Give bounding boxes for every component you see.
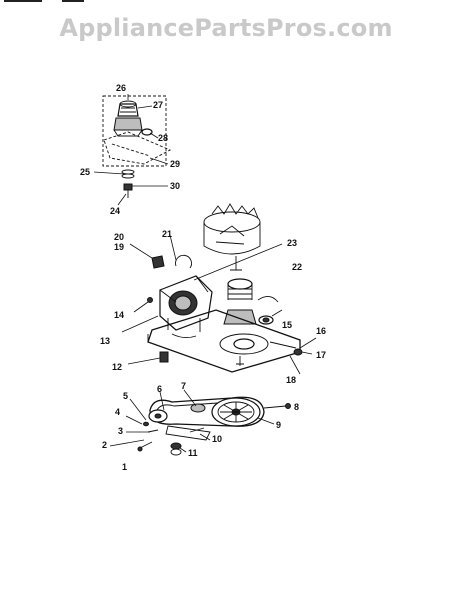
screw-head-14 [147,297,153,303]
callout-19: 19 [114,242,124,252]
callout-9: 9 [276,420,281,430]
callout-21: 21 [162,229,172,239]
callout-16: 16 [316,326,326,336]
bushing-part-12 [159,351,169,363]
callout-1: 1 [122,462,127,472]
screw-part-14 [133,301,149,313]
callout-4: 4 [115,407,120,417]
snap-ring-part-21 [175,254,192,269]
callout-5: 5 [123,391,128,401]
callout-17: 17 [316,350,326,360]
callout-leaders [93,94,317,453]
callout-29: 29 [170,159,180,169]
belt-drive-assembly [137,396,291,456]
callout-7: 7 [181,381,186,391]
callout-20: 20 [114,232,124,242]
callout-10: 10 [212,434,222,444]
callout-26: 26 [116,83,126,93]
callout-15: 15 [282,320,292,330]
motor-housing [203,203,261,271]
callout-28: 28 [158,133,168,143]
callout-13: 13 [100,336,110,346]
callout-3: 3 [118,426,123,436]
callout-8: 8 [294,402,299,412]
callout-23: 23 [287,238,297,248]
site-watermark: AppliancePartsPros.com [59,14,393,42]
callout-11: 11 [188,448,198,458]
clip-part-19-20 [151,255,165,269]
top-edge-rule [4,0,42,2]
callout-14: 14 [114,310,124,320]
callout-27: 27 [153,100,163,110]
callout-24: 24 [110,206,120,216]
pulley-stack [223,278,279,325]
shaft-end [236,356,244,366]
callout-6: 6 [157,384,162,394]
top-inset-assembly [102,95,172,198]
inset-dashed-frame [102,95,167,167]
callout-22: 22 [292,262,302,272]
callout-25: 25 [80,167,90,177]
gear-case [159,275,213,332]
callout-12: 12 [112,362,122,372]
top-edge-rule [62,0,84,2]
callout-labels: 26 27 28 29 25 30 24 21 20 19 23 22 14 1… [80,83,326,472]
callout-18: 18 [286,375,296,385]
callout-2: 2 [102,440,107,450]
callout-30: 30 [170,181,180,191]
nut-part-17 [293,348,303,356]
